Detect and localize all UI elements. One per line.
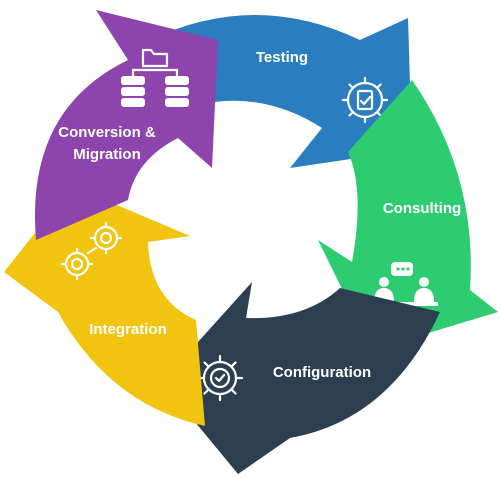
stage-label-testing: Testing bbox=[256, 49, 308, 66]
stage-configuration: Configuration bbox=[162, 282, 440, 474]
gear-check-icon bbox=[196, 354, 244, 402]
stage-configuration-arrow bbox=[162, 282, 440, 474]
gear-clipboard-icon bbox=[341, 76, 389, 124]
stage-label-conversion-line2: Migration bbox=[73, 146, 141, 163]
stage-label-configuration: Configuration bbox=[273, 364, 371, 381]
gears-icon bbox=[60, 221, 123, 281]
stage-integration-arrow bbox=[4, 186, 205, 426]
stage-consulting-arrow bbox=[318, 80, 498, 350]
stage-conversion-arrow bbox=[34, 10, 218, 240]
stage-label-integration: Integration bbox=[89, 321, 167, 338]
stage-conversion-migration: Conversion & Migration bbox=[34, 10, 218, 240]
stage-label-consulting: Consulting bbox=[383, 200, 461, 217]
stage-label-conversion-line1: Conversion & bbox=[58, 124, 156, 141]
stage-integration: Integration bbox=[4, 186, 205, 426]
database-folder-icon bbox=[121, 48, 189, 107]
